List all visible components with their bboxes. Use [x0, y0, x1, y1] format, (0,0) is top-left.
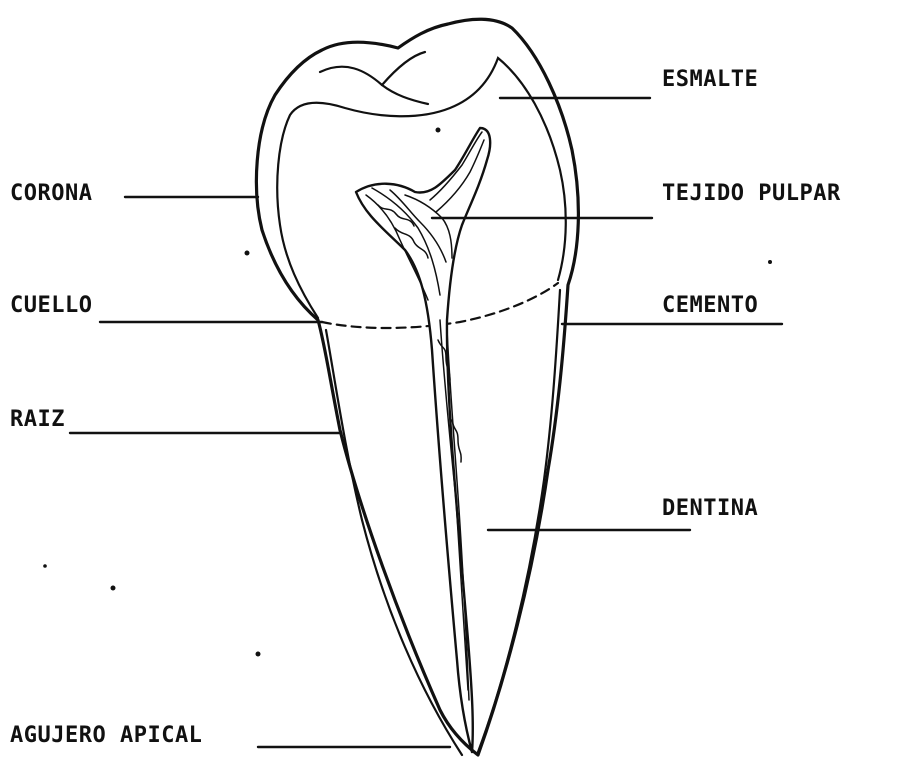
label-corona: CORONA	[10, 181, 92, 206]
tooth-outline	[256, 19, 578, 755]
label-cemento: CEMENTO	[662, 293, 758, 318]
label-dentina: DENTINA	[662, 496, 758, 521]
label-esmalte: ESMALTE	[662, 67, 758, 92]
label-agujero-apical: AGUJERO APICAL	[10, 723, 202, 748]
label-tejido-pulpar: TEJIDO PULPAR	[662, 181, 841, 206]
label-raiz: RAIZ	[10, 407, 65, 432]
label-cuello: CUELLO	[10, 293, 92, 318]
